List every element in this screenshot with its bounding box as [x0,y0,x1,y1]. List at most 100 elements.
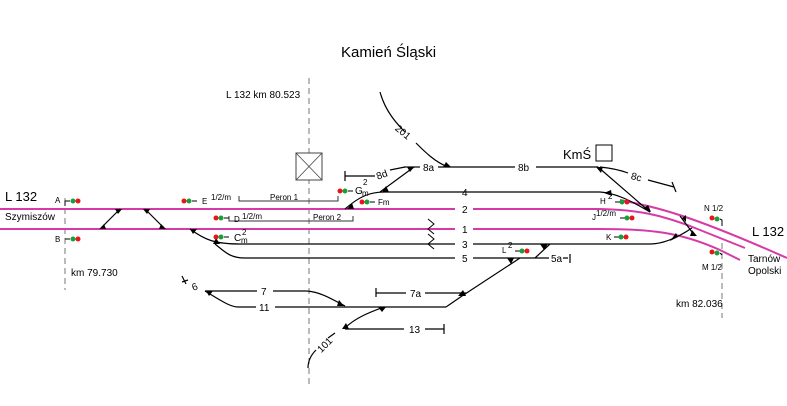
switch [682,215,686,222]
signal-B: B [55,235,81,244]
switch [670,233,678,241]
switch [190,229,197,234]
track-101-mid [327,332,336,339]
track-8b-connector [597,166,651,213]
main-track-1 [0,228,741,261]
svg-text:B: B [55,235,60,244]
track-label-8c: 8c [630,171,643,184]
station-right-label-1: Tarnów [748,254,781,265]
signal-E: E 1/2/m [181,193,231,206]
track-label-13: 13 [409,325,421,336]
track-101-upper [344,306,385,329]
signal-J: J 1/2/m [592,209,635,222]
svg-text:Fm: Fm [378,198,390,207]
track-3-east [550,227,693,245]
track-5-left [214,243,455,259]
track-label-7: 7 [261,287,267,298]
station-left-label: Szymiszów [5,212,56,223]
track-label-8d: 8d [375,168,389,182]
track-label-8a: 8a [423,163,435,174]
switch [378,307,386,312]
switch [213,238,220,244]
svg-text:2: 2 [508,241,513,250]
track-label-201: 201 [392,123,412,142]
track-label-101: 101 [316,335,336,355]
svg-text:J: J [592,213,596,222]
buffer-stop-8c [671,181,677,193]
track-label-2: 2 [462,205,468,216]
track-label-3: 3 [462,240,468,251]
switch [604,190,612,196]
svg-text:2: 2 [242,228,247,237]
switch [347,203,354,209]
signal-F: Fm [359,198,390,207]
track-label-1: 1 [462,225,468,236]
platform-1 [238,196,339,202]
switch [100,224,106,229]
track-8c [647,179,675,188]
track-11-left [204,290,256,308]
svg-text:G: G [355,186,363,197]
track-101-lower [307,349,317,369]
line-label-right: L 132 [752,224,784,239]
line-label-left: L 132 [5,189,37,204]
track-8c-upper [599,166,629,174]
track-3-left [189,228,455,245]
svg-text:M 1/2: M 1/2 [702,263,723,272]
svg-text:1/2/m: 1/2/m [211,193,231,202]
track-label-6: 6 [190,281,199,293]
switch [690,230,697,236]
km-center-label: L 132 km 80.523 [226,90,301,101]
platform-1-label: Peron 1 [270,193,299,202]
switch [644,205,651,212]
track-201-lower [415,142,449,168]
switch [115,209,122,214]
track-label-4: 4 [462,188,468,199]
svg-text:L: L [502,246,507,255]
svg-text:N 1/2: N 1/2 [704,204,724,213]
switch [596,167,603,173]
svg-text:2: 2 [608,192,613,201]
insulation-joint-icon [427,218,435,235]
svg-text:A: A [55,196,61,205]
signal-H: H 2 [600,192,630,206]
signal-G: G 2 m [337,178,369,198]
signal-K: K [606,233,629,242]
switch [407,167,414,172]
svg-text:m: m [362,189,369,198]
svg-text:1/2/m: 1/2/m [596,209,616,218]
switch [342,323,349,329]
track-label-7a: 7a [410,289,422,300]
signal-L: L 2 [502,241,530,255]
track-label-5: 5 [462,254,468,265]
signal-box-icon [595,144,613,162]
track-label-5a: 5a [551,254,563,265]
track-5-to-11 [461,257,521,297]
km-left-label: km 79.730 [71,268,118,279]
insulation-joint-icon [427,233,435,250]
svg-text:2: 2 [363,178,368,187]
track-label-8b: 8b [518,163,530,174]
station-right-label-2: Opolski [748,266,781,277]
svg-text:1/2/m: 1/2/m [242,212,262,221]
crossing-building-icon [295,152,323,181]
signal-C: C 2 m [213,228,248,245]
switch [159,224,166,229]
svg-text:D: D [234,215,240,224]
signal-D: D 1/2/m [213,212,262,224]
signal-A: A [55,196,81,206]
signal-N: N 1/2 [704,204,724,226]
svg-text:E: E [202,197,207,206]
switch [337,300,344,306]
station-title: Kamień Śląski [341,43,436,61]
svg-text:C: C [234,233,241,244]
svg-text:K: K [606,233,612,242]
track-201-upper [379,91,406,133]
svg-text:m: m [241,236,248,245]
switch [507,258,514,264]
switch [143,209,150,214]
km-right-label: km 82.036 [676,299,723,310]
buffer-stop-6 [181,275,187,285]
track-6 [181,279,189,283]
